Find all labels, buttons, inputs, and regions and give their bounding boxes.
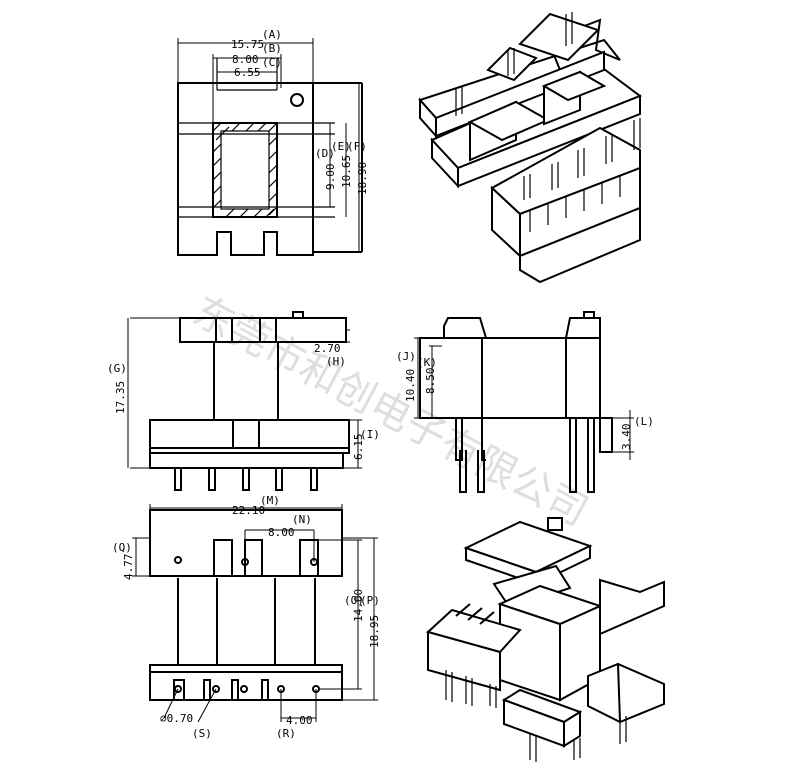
dim-n: 8.00 (N) bbox=[268, 513, 312, 539]
dim-s: ⌀0.70 (S) bbox=[160, 712, 212, 740]
dim-d-value: 9.00 bbox=[324, 164, 337, 191]
bottom-view bbox=[132, 504, 378, 723]
dim-e: 10.65 (E) bbox=[331, 140, 353, 188]
dim-g-tag: (G) bbox=[107, 362, 127, 375]
dim-e-value: 10.65 bbox=[340, 155, 353, 188]
isometric-view-top bbox=[418, 12, 643, 284]
isometric-view-bottom bbox=[425, 517, 665, 762]
dim-g-value: 17.35 bbox=[114, 381, 127, 414]
watermark: 东莞市和创电子有限公司 bbox=[185, 288, 595, 535]
dim-f-tag: (F) bbox=[347, 140, 367, 153]
dim-o: 14.00 (O) bbox=[344, 589, 365, 622]
dim-r: 4.00 (R) bbox=[276, 714, 313, 740]
dim-j: 10.40 (J) bbox=[396, 350, 417, 402]
dim-c-tag: (C) bbox=[262, 56, 282, 69]
dim-o-value: 14.00 bbox=[352, 589, 365, 622]
watermark-text: 东莞市和创电子有限公司 bbox=[185, 288, 595, 535]
dim-e-tag: (E) bbox=[331, 140, 351, 153]
top-view bbox=[177, 38, 363, 256]
dim-f: 18.90 (F) bbox=[347, 140, 369, 195]
dim-a-tag: (A) bbox=[262, 28, 282, 41]
dim-o-tag: (O) bbox=[344, 594, 364, 607]
dim-j-tag: (J) bbox=[396, 350, 416, 363]
dim-d-tag: (D) bbox=[315, 147, 335, 160]
dim-c: 6.55 (C) bbox=[234, 56, 282, 79]
pin1-marker-icon bbox=[290, 93, 304, 107]
dim-r-value: 4.00 bbox=[286, 714, 313, 727]
dim-i-tag: (I) bbox=[360, 428, 380, 441]
dim-m-value: 22.10 bbox=[232, 504, 265, 517]
dim-l-value: 3.40 bbox=[620, 424, 633, 451]
dim-s-tag: (S) bbox=[192, 727, 212, 740]
dim-g: 17.35 (G) bbox=[107, 362, 127, 414]
front-view bbox=[127, 311, 362, 491]
dim-d: 9.00 (D) bbox=[315, 147, 337, 190]
dim-c-value: 6.55 bbox=[234, 66, 261, 79]
dim-m: 22.10 (M) bbox=[232, 494, 280, 517]
dim-l-tag: (L) bbox=[634, 415, 654, 428]
side-view bbox=[414, 311, 634, 493]
dim-n-value: 8.00 bbox=[268, 526, 295, 539]
dim-h-tag: (H) bbox=[326, 355, 346, 368]
dim-q: 4.77 (Q) bbox=[112, 541, 135, 580]
dim-p-tag: (P) bbox=[360, 594, 380, 607]
dim-f-value: 18.90 bbox=[356, 162, 369, 195]
dim-a-value: 15.75 bbox=[231, 38, 264, 51]
dim-h: 2.70 (H) bbox=[314, 342, 346, 368]
dim-i: 6.15 (I) bbox=[352, 428, 380, 460]
dim-b: 8.00 (B) bbox=[232, 42, 282, 66]
dim-k-tag: (K) bbox=[417, 356, 437, 369]
dim-r-tag: (R) bbox=[276, 727, 296, 740]
dim-q-tag: (Q) bbox=[112, 541, 132, 554]
dim-a: 15.75 (A) bbox=[231, 28, 282, 51]
dim-p: 18.95 (P) bbox=[360, 594, 381, 648]
dim-k: 8.50 (K) bbox=[417, 356, 437, 394]
dim-b-tag: (B) bbox=[262, 42, 282, 55]
dim-n-tag: (N) bbox=[292, 513, 312, 526]
dim-s-value: ⌀0.70 bbox=[160, 712, 193, 725]
dim-h-value: 2.70 bbox=[314, 342, 341, 355]
dim-q-value: 4.77 bbox=[122, 554, 135, 581]
dim-i-value: 6.15 bbox=[352, 434, 365, 461]
dim-l: 3.40 (L) bbox=[620, 415, 654, 450]
dim-m-tag: (M) bbox=[260, 494, 280, 507]
dim-b-value: 8.00 bbox=[232, 53, 259, 66]
dim-j-value: 10.40 bbox=[404, 369, 417, 402]
dim-p-value: 18.95 bbox=[368, 615, 381, 648]
dim-k-value: 8.50 bbox=[424, 368, 437, 395]
